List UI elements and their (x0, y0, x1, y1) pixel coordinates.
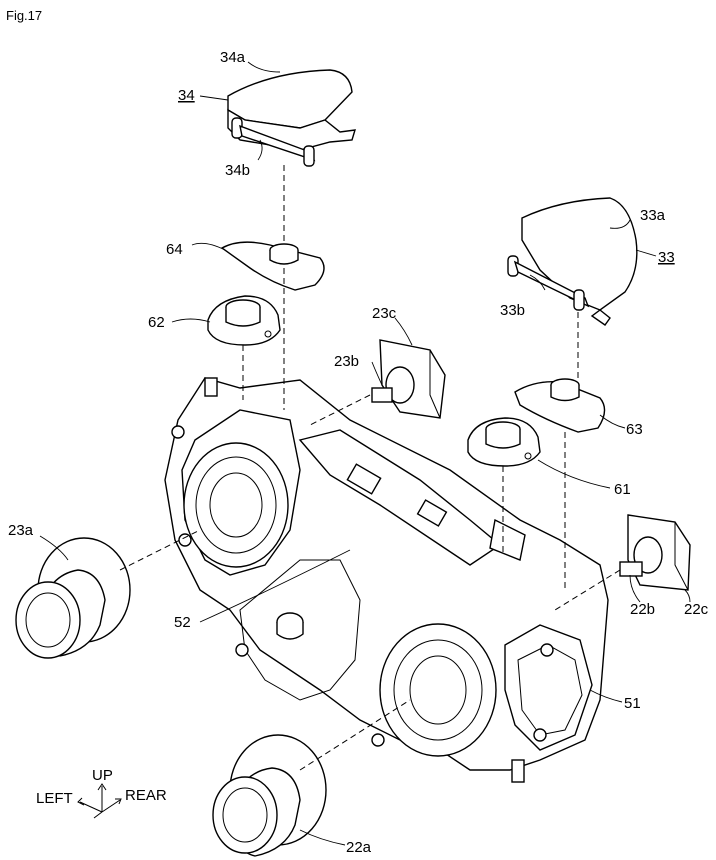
stick-cap-22a (213, 735, 326, 856)
sensor-23c (372, 340, 445, 418)
orientation-rear-label: REAR (125, 787, 167, 804)
label-34: 34 (178, 87, 195, 104)
left-stick-socket (184, 443, 288, 567)
label-51: 51 (624, 695, 641, 712)
button-33 (508, 198, 637, 325)
label-63: 63 (626, 421, 643, 438)
label-64: 64 (166, 241, 183, 258)
orientation-arrows-icon (78, 784, 121, 818)
label-23a: 23a (8, 522, 34, 539)
label-34b: 34b (225, 162, 250, 179)
figure-label: Fig.17 (6, 8, 42, 23)
button-34 (228, 70, 355, 166)
part-62 (208, 296, 280, 345)
label-22a: 22a (346, 839, 372, 856)
label-33a: 33a (640, 207, 666, 224)
part-64 (222, 242, 324, 290)
label-23b: 23b (334, 353, 359, 370)
label-52: 52 (174, 614, 191, 631)
part-61 (468, 418, 540, 466)
label-61: 61 (614, 481, 631, 498)
label-33: 33 (658, 249, 675, 266)
orientation-up-label: UP (92, 767, 113, 784)
orientation-left-label: LEFT (36, 790, 73, 807)
label-34a: 34a (220, 49, 246, 66)
label-22b: 22b (630, 601, 655, 618)
label-33b: 33b (500, 302, 525, 319)
housing-assembly (165, 378, 608, 782)
stick-cap-23a (16, 538, 130, 658)
orientation-indicator: UP LEFT REAR (36, 767, 167, 818)
right-stick-socket (380, 624, 496, 756)
label-62: 62 (148, 314, 165, 331)
label-23c: 23c (372, 305, 397, 322)
label-22c: 22c (684, 601, 709, 618)
